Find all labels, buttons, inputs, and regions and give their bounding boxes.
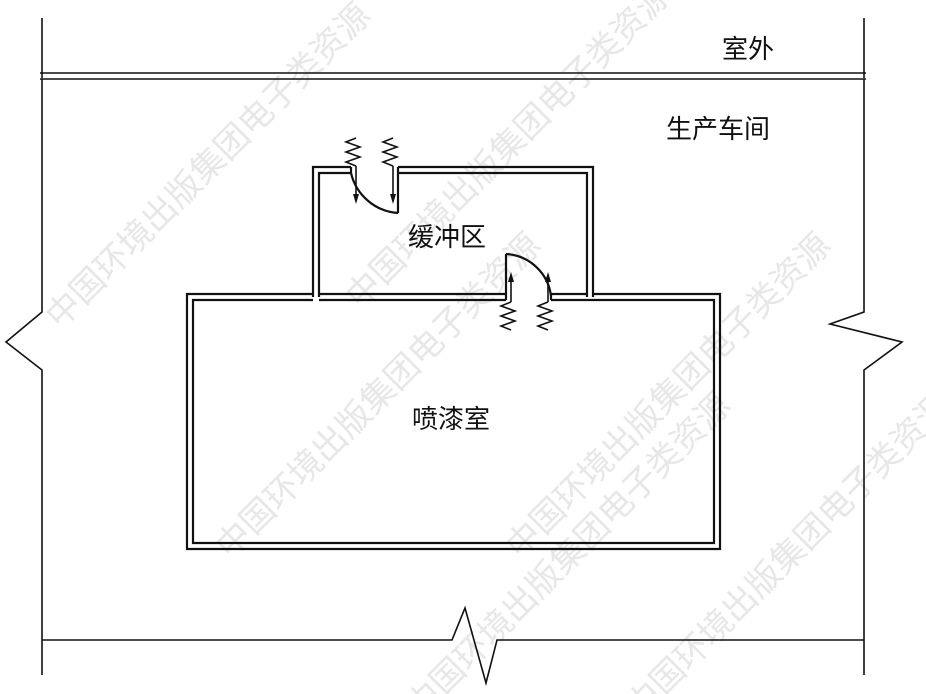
airflow-arrowhead	[390, 194, 396, 204]
airflow-arrow	[498, 301, 518, 331]
airflow-arrow	[535, 301, 555, 331]
spray-room	[185, 292, 722, 551]
airflow-arrowhead	[545, 272, 551, 282]
spray-room-door	[498, 252, 555, 331]
spray-room-label: 喷漆室	[412, 405, 490, 435]
workshop-outline	[4, 18, 904, 687]
watermark-layer: 中国环境出版集团电子类资源 中国环境出版集团电子类资源 中国环境出版集团电子类资…	[38, 0, 926, 694]
buffer-zone-label: 缓冲区	[408, 223, 486, 253]
airflow-arrow	[343, 137, 363, 167]
airflow-arrowhead	[508, 272, 514, 282]
airflow-arrow	[380, 137, 400, 167]
buffer-zone-room	[311, 165, 595, 297]
airflow-arrowhead	[353, 194, 359, 204]
watermark-text: 中国环境出版集团电子类资源	[38, 0, 379, 336]
workshop-label: 生产车间	[666, 115, 770, 145]
buffer-entry-door	[343, 137, 400, 215]
outdoor-label: 室外	[722, 35, 774, 65]
